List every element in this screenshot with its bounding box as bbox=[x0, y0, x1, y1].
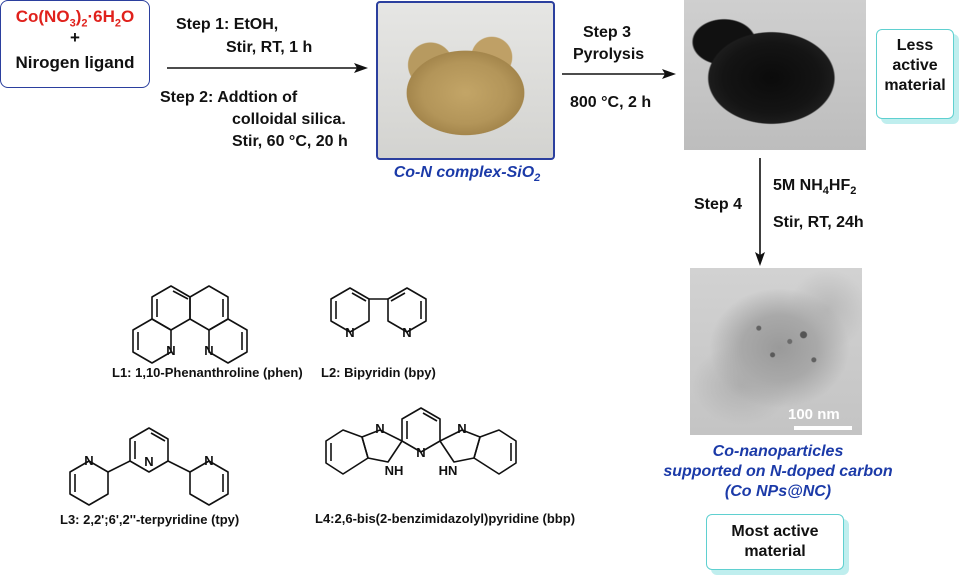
complex-photo bbox=[376, 1, 555, 160]
l4-label: L4:2,6-bis(2-benzimidazolyl)pyridine (bb… bbox=[315, 511, 576, 526]
step2-line1: Step 2: Addtion of bbox=[160, 89, 298, 106]
step2-line2: colloidal silica. bbox=[232, 111, 346, 128]
l4-n-left: N bbox=[375, 421, 384, 436]
scale-bar-label: 100 nm bbox=[788, 406, 840, 423]
l1-n-right: N bbox=[204, 343, 213, 358]
l4-structure bbox=[325, 407, 517, 475]
ligand-structures: N N N N N N N N N N NH HN bbox=[69, 285, 517, 506]
step1-line2: Stir, RT, 1 h bbox=[226, 39, 313, 56]
ligand-label: Nirogen ligand bbox=[15, 53, 135, 73]
step3-line3: 800 °C, 2 h bbox=[570, 94, 652, 111]
reactant-box: Co(NO3)2·6H2O + Nirogen ligand bbox=[0, 0, 150, 88]
step4-conditions: Stir, RT, 24h bbox=[773, 214, 864, 231]
step3-line1: Step 3 bbox=[583, 24, 632, 41]
scale-bar bbox=[794, 426, 852, 430]
step3-line2: Pyrolysis bbox=[573, 46, 645, 63]
pyrolyzed-photo bbox=[684, 0, 866, 150]
l3-structure bbox=[69, 427, 229, 506]
l3-n-center: N bbox=[144, 454, 153, 469]
reactant-formula: Co(NO3)2·6H2O bbox=[15, 7, 135, 30]
step1-line1: Step 1: EtOH, bbox=[176, 16, 279, 33]
arrow-step12 bbox=[167, 63, 368, 73]
l2-n-left: N bbox=[345, 325, 354, 340]
l2-n-right: N bbox=[402, 325, 411, 340]
l4-nh: NH bbox=[385, 463, 404, 478]
l3-label: L3: 2,2';6',2''-terpyridine (tpy) bbox=[60, 512, 240, 527]
plus-sign: + bbox=[70, 28, 80, 48]
arrow-step4 bbox=[755, 158, 765, 266]
l2-structure bbox=[330, 287, 427, 333]
l1-structure bbox=[132, 285, 248, 364]
most-active-tag: Most active material bbox=[706, 514, 844, 570]
l1-label: L1: 1,10-Phenanthroline (phen) bbox=[112, 365, 303, 380]
complex-caption: Co-N complex-SiO2 bbox=[393, 164, 541, 185]
l2-label: L2: Bipyridin (bpy) bbox=[321, 365, 436, 380]
arrow-step3 bbox=[562, 69, 676, 79]
tem-image: 100 nm bbox=[690, 268, 862, 435]
step4-reagent: 5M NH4HF2 bbox=[773, 177, 857, 198]
less-active-tag: Less active material bbox=[876, 29, 954, 119]
l3-n-left: N bbox=[84, 453, 93, 468]
l4-hn: HN bbox=[439, 463, 458, 478]
l1-n-left: N bbox=[166, 343, 175, 358]
product-caption: Co-nanoparticles supported on N-doped ca… bbox=[663, 443, 893, 500]
step4-label: Step 4 bbox=[694, 196, 743, 213]
l4-n-center: N bbox=[416, 445, 425, 460]
l3-n-right: N bbox=[204, 453, 213, 468]
l4-n-right: N bbox=[457, 421, 466, 436]
step2-line3: Stir, 60 °C, 20 h bbox=[232, 133, 348, 150]
